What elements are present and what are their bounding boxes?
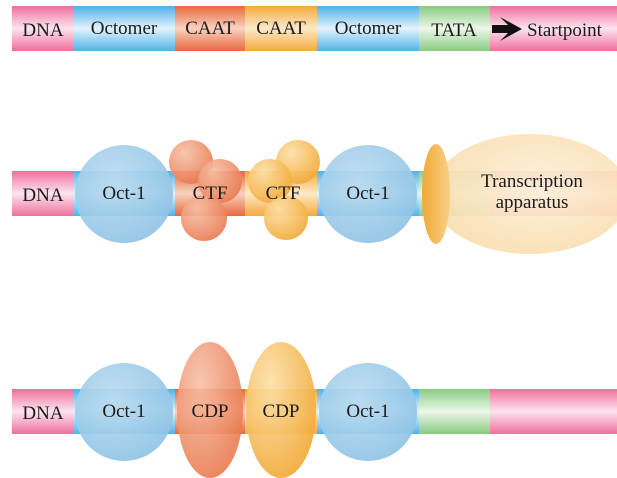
oct1-left-label: Oct-1 [102, 401, 145, 422]
oct1-right-label: Oct-1 [346, 401, 389, 422]
octomer-right-segment [317, 6, 419, 51]
oct1-right-protein [319, 145, 417, 243]
dna-segment [12, 389, 73, 434]
activator-binding-row: DNA Oct-1 CTF CTF Oct-1 Transcription ap… [12, 134, 617, 254]
caat-left-segment [175, 6, 245, 51]
dna-label: DNA [22, 403, 63, 424]
oct1-right-label: Oct-1 [346, 183, 389, 204]
octomer-left-segment [73, 6, 175, 51]
downstream-segment [490, 389, 617, 434]
dna-segment [12, 6, 73, 51]
oct1-right-protein [319, 363, 417, 461]
transcription-apparatus-label: apparatus [496, 192, 569, 213]
promoter-row: DNA Octomer CAAT CAAT Octomer TATA Start… [12, 6, 617, 51]
tata-segment [419, 389, 490, 434]
cdp-right-protein [246, 342, 316, 478]
octomer-right-label: Octomer [335, 18, 402, 39]
ctf-right-label: CTF [266, 183, 301, 204]
tata-segment [419, 6, 490, 51]
dna-label: DNA [22, 185, 63, 206]
repressor-binding-row: DNA Oct-1 CDP CDP Oct-1 [12, 342, 617, 478]
oct1-left-label: Oct-1 [102, 183, 145, 204]
dna-label: DNA [22, 20, 63, 41]
tata-label: TATA [431, 20, 477, 41]
transcription-apparatus-label: Transcription [481, 171, 583, 192]
ctf-right-protein [248, 159, 292, 203]
transcription-apparatus-cap [422, 144, 450, 244]
startpoint-label: Startpoint [527, 20, 603, 41]
caat-right-segment [245, 6, 317, 51]
ctf-right-protein [264, 196, 308, 240]
oct1-left-protein [75, 363, 173, 461]
ctf-left-protein [198, 159, 242, 203]
octomer-left-label: Octomer [91, 18, 158, 39]
cdp-left-protein [177, 342, 243, 478]
cdp-left-label: CDP [192, 401, 229, 422]
ctf-left-label: CTF [193, 183, 228, 204]
ctf-left-protein [181, 195, 227, 241]
caat-right-label: CAAT [256, 18, 306, 39]
dna-segment [12, 171, 73, 216]
caat-left-label: CAAT [185, 18, 235, 39]
cdp-right-label: CDP [263, 401, 300, 422]
startpoint-arrow-icon [492, 17, 522, 41]
transcription-apparatus [432, 134, 617, 254]
oct1-left-protein [75, 145, 173, 243]
